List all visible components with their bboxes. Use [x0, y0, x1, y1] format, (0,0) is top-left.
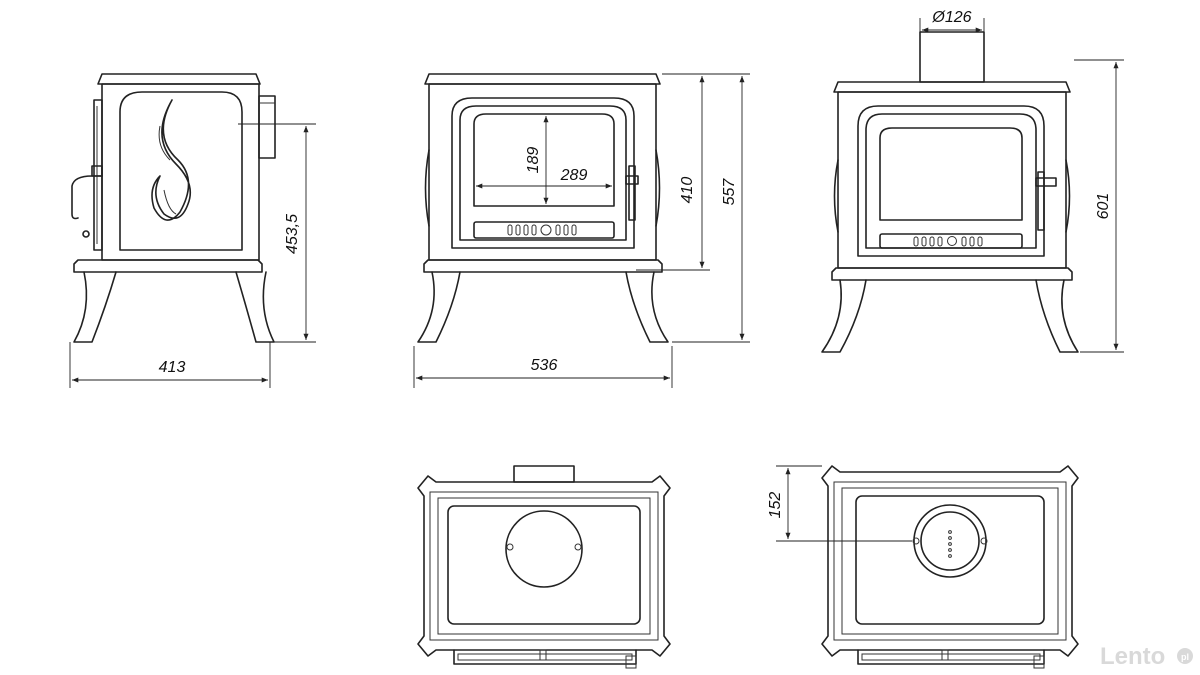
- side-dimensions: 413 453,5: [69, 123, 316, 388]
- dim-glass-width: 289: [560, 167, 588, 184]
- front-view: [417, 73, 669, 343]
- top-dimensions: 152: [767, 465, 912, 542]
- watermark: Lento pl: [1100, 643, 1193, 670]
- air-vents: [507, 224, 577, 236]
- dim-front-height: 557: [721, 178, 738, 206]
- side-view: [71, 73, 276, 343]
- air-vents-right: [913, 236, 983, 247]
- dim-door-height: 410: [679, 177, 696, 204]
- top-view-back-outlet: [417, 465, 671, 669]
- dim-pipe-diameter: Ø126: [931, 9, 971, 26]
- pipe-dimensions: Ø126 601: [919, 9, 1124, 353]
- top-view-top-outlet: [821, 465, 1079, 669]
- dim-side-outlet-height: 453,5: [284, 214, 301, 254]
- dim-top-outlet-offset: 152: [767, 492, 784, 519]
- front-dimensions: 189 289 410 557 536: [413, 73, 750, 388]
- dim-glass-height: 189: [525, 147, 542, 174]
- front-view-with-pipe: [821, 31, 1079, 353]
- dim-front-width: 536: [531, 357, 558, 374]
- watermark-badge-icon: [1177, 648, 1193, 664]
- damper-dots: [948, 530, 952, 558]
- dim-back-height: 601: [1095, 193, 1112, 220]
- dim-side-depth: 413: [159, 359, 186, 376]
- watermark-suffix: pl: [1181, 652, 1189, 662]
- watermark-brand: Lento: [1100, 643, 1165, 670]
